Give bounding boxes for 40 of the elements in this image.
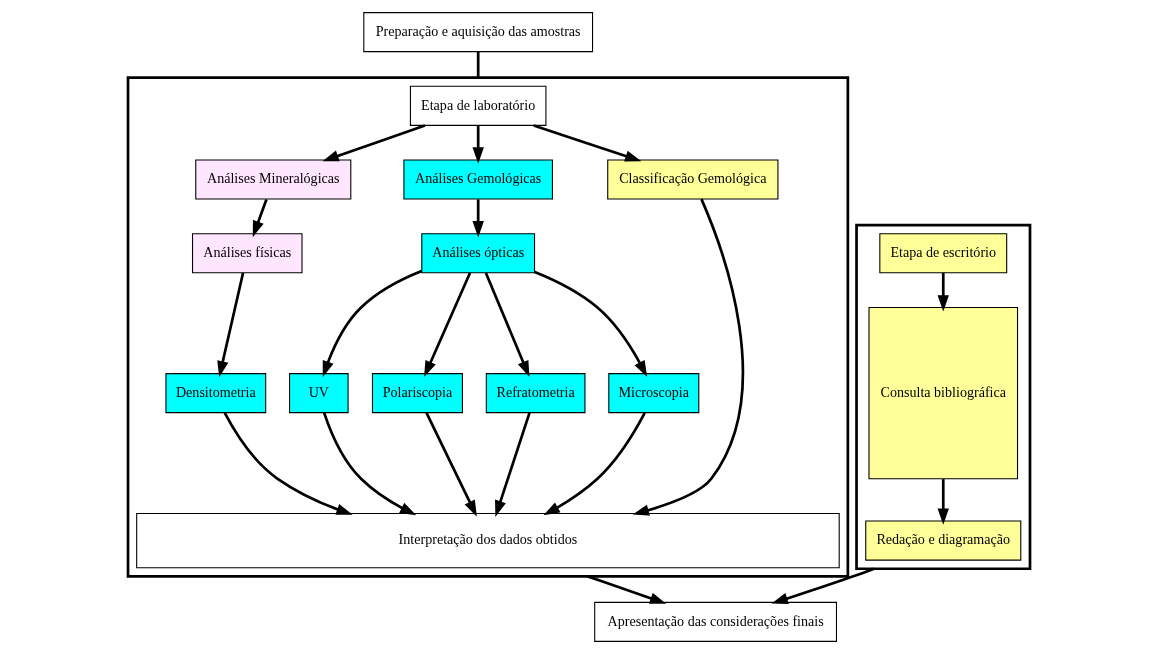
node-box: Redação e diagramação	[864, 520, 1021, 561]
arrow	[542, 412, 646, 516]
node-box: UV	[288, 373, 349, 414]
arrow	[494, 412, 531, 517]
arrow	[321, 124, 425, 162]
node-box: Etapa de laboratório	[409, 85, 546, 126]
arrow	[216, 272, 244, 378]
arrow	[937, 479, 949, 525]
arrow	[424, 412, 477, 517]
node-box: Etapa de escritório	[878, 233, 1007, 274]
arrow	[532, 124, 641, 162]
arrow	[252, 198, 268, 238]
arrow	[322, 412, 416, 516]
cluster	[854, 223, 1031, 571]
arrow	[937, 272, 949, 312]
node-box: Classificação Gemológica	[606, 159, 778, 200]
arrow	[484, 272, 529, 378]
arrow	[471, 125, 484, 164]
connector	[476, 52, 480, 78]
cluster	[126, 76, 849, 578]
node-box: Análises ópticas	[420, 233, 535, 274]
node-box: Microscopia	[607, 373, 699, 414]
node-box: Preparação e aquisição das amostras	[362, 12, 593, 53]
node-box: Consulta bibliográfica	[867, 306, 1018, 480]
arrow	[423, 272, 471, 378]
arrow	[223, 412, 353, 515]
node-box: Apresentação das considerações finais	[593, 601, 837, 642]
arrow	[586, 575, 666, 604]
arrow	[322, 269, 422, 378]
node-box: Análises Gemológicas	[402, 159, 553, 200]
arrow	[632, 198, 744, 516]
arrow	[471, 199, 484, 238]
node-box: Interpretação dos dados obtidos	[135, 512, 840, 569]
arrow	[533, 270, 647, 377]
node-box: Refratometria	[485, 373, 585, 414]
node-box: Densitometria	[164, 373, 266, 414]
node-box: Análises Mineralógicas	[194, 159, 351, 200]
arrow	[771, 567, 875, 604]
node-box: Análises físicas	[191, 233, 303, 274]
node-box: Polariscopia	[371, 373, 463, 414]
